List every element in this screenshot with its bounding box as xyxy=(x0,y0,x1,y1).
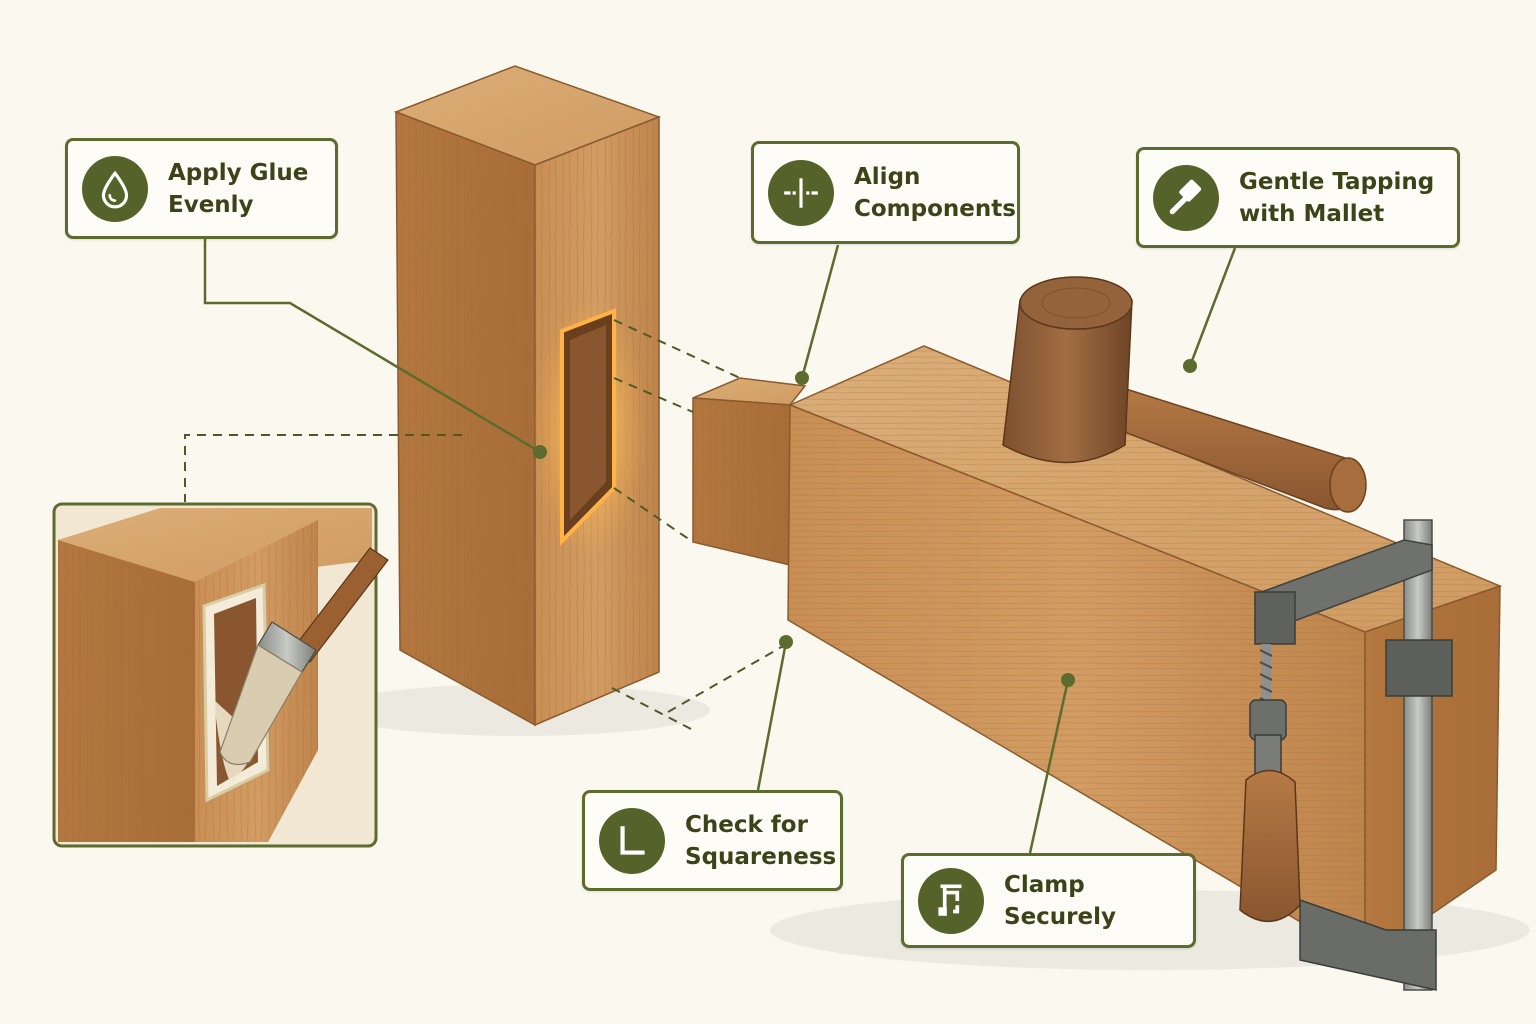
callout-label: Align Components xyxy=(854,163,1016,222)
callout-mallet: Gentle Tapping with Mallet xyxy=(1136,147,1460,248)
tenon-beam xyxy=(692,345,1503,962)
mallet xyxy=(1002,276,1367,513)
leader-lines xyxy=(203,238,1237,854)
glue-inset xyxy=(52,502,389,848)
callout-apply-glue: Apply Glue Evenly xyxy=(65,138,338,239)
align-icon xyxy=(784,177,818,208)
mallet-icon xyxy=(1169,179,1202,214)
callout-clamp: Clamp Securely xyxy=(901,853,1196,948)
leader-dots xyxy=(533,359,1197,687)
callout-label: Apply Glue Evenly xyxy=(168,159,309,218)
square-corner-icon xyxy=(620,825,645,855)
clamp-icon xyxy=(938,883,962,916)
callout-label: Clamp Securely xyxy=(1004,871,1116,930)
callout-squareness: Check for Squareness xyxy=(582,790,843,891)
alignment-guides xyxy=(184,319,786,731)
f-clamp xyxy=(1239,519,1453,991)
mortise-post xyxy=(393,65,662,727)
callout-label: Gentle Tapping with Mallet xyxy=(1239,168,1435,227)
callout-label: Check for Squareness xyxy=(685,811,837,870)
callout-align-components: Align Components xyxy=(751,141,1020,244)
glue-drop-icon xyxy=(101,170,129,208)
